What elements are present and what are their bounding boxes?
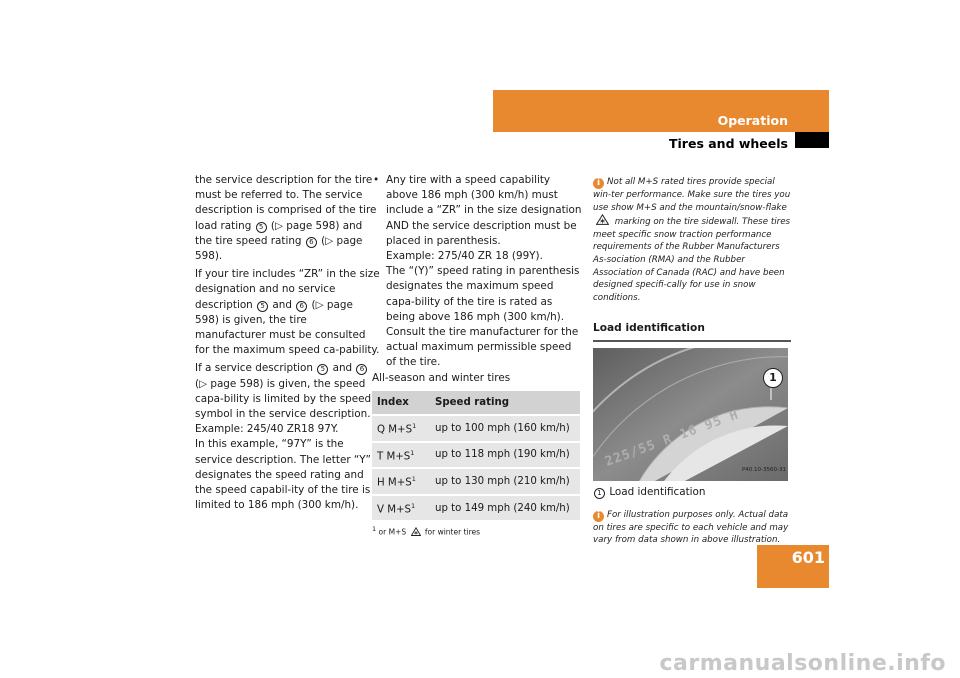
subsection-title: Tires and wheels: [668, 136, 788, 151]
header-marker: [795, 132, 829, 148]
mountain-snowflake-icon: [595, 214, 610, 226]
cell-speed-rating: up to 118 mph (190 km/h): [430, 440, 580, 469]
page-number-box: 601: [757, 545, 829, 588]
column-left: the service description for the tire mus…: [195, 173, 380, 513]
page-number: 601: [791, 548, 825, 567]
tire-sidewall-image: 225/55 R 16 95 H 1 P40.10-3560-31: [593, 347, 788, 481]
bullet-zr-rating: • Any tire with a speed capability above…: [373, 174, 582, 369]
mountain-snowflake-icon: [410, 526, 421, 536]
header-banner: [493, 90, 829, 132]
paragraph-speed-symbol: If a service description 5 and 6 (▷ page…: [195, 362, 372, 512]
cell-speed-rating: up to 130 mph (210 km/h): [430, 467, 580, 495]
table-footnote: 1 or M+S for winter tires: [372, 525, 481, 537]
table-intro: All-season and winter tires: [372, 371, 511, 384]
callout-6: 6: [305, 236, 317, 248]
cell-index: H M+S1: [372, 467, 430, 495]
table-row: Q M+S1 up to 100 mph (160 km/h): [372, 414, 580, 442]
section-title: Operation: [717, 113, 788, 128]
bullet-icon: •: [373, 174, 380, 186]
image-caption: 1 Load identification: [593, 485, 791, 500]
load-identification-heading: Load identification: [593, 321, 791, 342]
callout-6: 6: [296, 300, 308, 312]
paragraph-zr: If your tire includes “ZR” in the size d…: [195, 268, 380, 357]
image-code: P40.10-3560-31: [741, 467, 786, 474]
tire-illustration: 225/55 R 16 95 H: [593, 347, 788, 481]
table-row: H M+S1 up to 130 mph (210 km/h): [372, 467, 580, 495]
callout-5: 5: [317, 364, 329, 376]
table-header-row: Index Speed rating: [372, 390, 580, 416]
column-header-index: Index: [372, 390, 430, 416]
cell-index: V M+S1: [372, 493, 430, 521]
column-header-speed-rating: Speed rating: [430, 390, 580, 416]
info-icon: i: [593, 178, 604, 189]
speed-rating-table: Index Speed rating Q M+S1 up to 100 mph …: [372, 390, 580, 521]
table-row: T M+S1 up to 118 mph (190 km/h): [372, 440, 580, 469]
cell-speed-rating: up to 149 mph (240 km/h): [430, 493, 580, 521]
paragraph-service-description: the service description for the tire mus…: [195, 174, 377, 263]
table-row: V M+S1 up to 149 mph (240 km/h): [372, 493, 580, 521]
info-icon: i: [593, 510, 604, 522]
callout-1: 1: [594, 487, 605, 499]
cell-index: T M+S1: [372, 440, 430, 469]
callout-6: 6: [356, 364, 368, 376]
callout-5: 5: [257, 300, 269, 312]
watermark: carmanualsonline.info: [659, 651, 946, 676]
cell-index: Q M+S1: [372, 414, 430, 442]
cell-speed-rating: up to 100 mph (160 km/h): [430, 414, 580, 442]
callout-5: 5: [255, 221, 267, 233]
column-middle: • Any tire with a speed capability above…: [372, 173, 582, 540]
callout-1: 1: [763, 367, 783, 388]
